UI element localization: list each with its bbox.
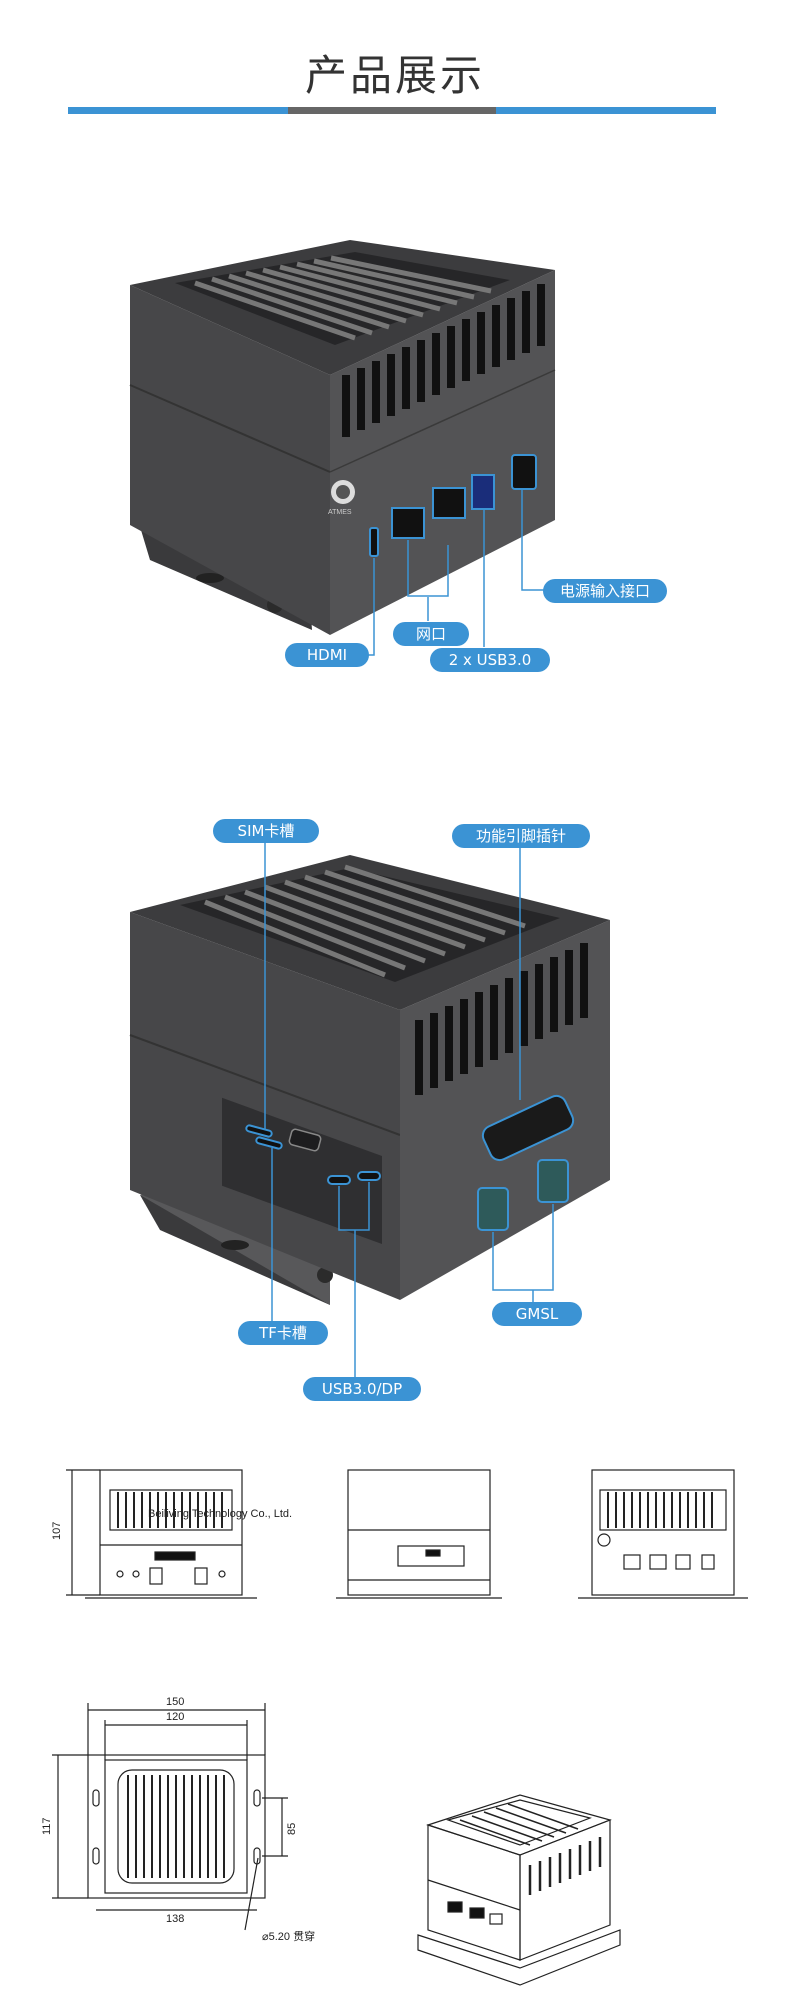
dim-depth: 117 xyxy=(41,1817,53,1835)
page-title: 产品展示 xyxy=(304,51,485,100)
dim-hole-note: ⌀5.20 贯穿 xyxy=(262,1929,315,1943)
title-underline-right xyxy=(496,107,716,114)
callout-usb: 2 x USB3.0 xyxy=(430,648,550,672)
title-underline-left xyxy=(68,107,288,114)
callout-tf: TF卡槽 xyxy=(238,1321,328,1345)
dim-width-bottom: 138 xyxy=(166,1913,184,1925)
dim-hole-spacing: 85 xyxy=(286,1823,298,1835)
dim-width-inner: 120 xyxy=(166,1711,184,1723)
callout-sim: SIM卡槽 xyxy=(213,819,319,843)
brand-logo-text: ATMES xyxy=(328,509,352,516)
callout-power-input: 电源输入接口 xyxy=(543,579,667,603)
callout-usb-dp: USB3.0/DP xyxy=(303,1377,421,1401)
company-label: Beiliving Technology Co., Ltd. xyxy=(148,1508,292,1520)
callout-pins: 功能引脚插针 xyxy=(452,824,590,848)
title-underline-mid xyxy=(288,107,496,114)
dim-width-outer: 150 xyxy=(166,1696,184,1708)
callout-gmsl: GMSL xyxy=(492,1302,582,1326)
callout-hdmi: HDMI xyxy=(285,643,369,667)
callout-lan: 网口 xyxy=(393,622,469,646)
dim-front-height: 107 xyxy=(51,1522,63,1540)
